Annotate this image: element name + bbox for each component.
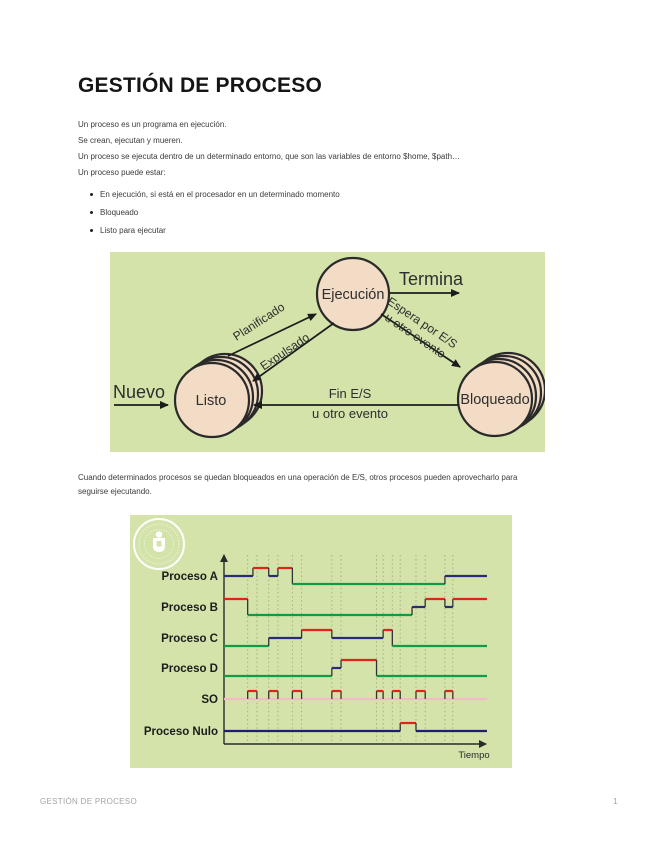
arrow-planificado <box>227 313 317 357</box>
timing-row-label: Proceso C <box>161 633 218 645</box>
bullet-text: En ejecución, si está en el procesador e… <box>100 190 340 199</box>
waveforms: Proceso A Proceso B Proceso C Proceso D SO Pr… <box>144 566 487 738</box>
timing-row-label: SO <box>201 694 218 706</box>
intro-paragraph: Un proceso se ejecuta dentro de un deter… <box>78 152 461 161</box>
bullet-dot-icon <box>90 193 93 196</box>
footer-title: GESTIÓN DE PROCESO <box>40 797 137 806</box>
state-node-label: Ejecución <box>322 287 385 303</box>
timing-row-proceso-b: Proceso B <box>161 597 487 617</box>
timing-row-label: Proceso B <box>161 602 218 614</box>
intro-paragraph: Un proceso puede estar: <box>78 168 166 177</box>
note-line: seguirse ejecutando. <box>78 487 152 496</box>
timing-row-proceso-a: Proceso A <box>162 566 487 586</box>
bullet-item: En ejecución, si está en el procesador e… <box>90 189 610 207</box>
page-title: GESTIÓN DE PROCESO <box>78 74 322 97</box>
state-diagram-figure: Listo Bloqueado Ejecución Nuevo Termina … <box>110 252 545 452</box>
page-number: 1 <box>613 797 618 806</box>
label-expulsado: Expulsado <box>258 330 313 373</box>
timing-row-label: Proceso Nulo <box>144 726 218 738</box>
page-footer: GESTIÓN DE PROCESO 1 <box>40 797 618 806</box>
state-bullet-list: En ejecución, si está en el procesador e… <box>90 189 610 243</box>
state-diagram-svg: Listo Bloqueado Ejecución Nuevo Termina … <box>113 256 545 439</box>
label-nuevo: Nuevo <box>113 382 165 402</box>
note-line: Cuando determinados procesos se quedan b… <box>78 473 518 482</box>
state-node-label: Bloqueado <box>460 392 529 408</box>
label-planificado: Planificado <box>230 300 287 344</box>
state-node-label: Listo <box>196 393 227 409</box>
state-node-bloqueado: Bloqueado <box>456 351 545 438</box>
seal-orb <box>155 531 163 538</box>
timing-row-label: Proceso D <box>161 663 218 675</box>
note-paragraph: Cuando determinados procesos se quedan b… <box>78 472 626 500</box>
intro-paragraph: Se crean, ejecutan y mueren. <box>78 136 183 145</box>
timing-row-proceso-c: Proceso C <box>161 628 487 648</box>
label-fin-line1: Fin E/S <box>329 386 372 401</box>
gridlines <box>247 555 454 743</box>
bullet-item: Listo para ejecutar <box>90 225 610 243</box>
bullet-text: Bloqueado <box>100 208 139 217</box>
timing-row-proceso-d: Proceso D <box>161 658 487 678</box>
label-fin-line2: u otro evento <box>312 406 388 421</box>
state-node-listo: Listo <box>173 352 264 439</box>
timing-row-label: Proceso A <box>162 571 218 583</box>
intro-paragraph: Un proceso es un programa en ejecución. <box>78 120 227 129</box>
bullet-text: Listo para ejecutar <box>100 226 166 235</box>
label-termina: Termina <box>399 269 464 289</box>
bullet-dot-icon <box>90 229 93 232</box>
bullet-dot-icon <box>90 211 93 214</box>
intro-paragraphs: Un proceso es un programa en ejecución. … <box>78 119 618 183</box>
timing-row-proceso-nulo: Proceso Nulo <box>144 721 487 738</box>
arrow-espera <box>380 313 461 368</box>
state-node-ejecucion: Ejecución <box>315 256 391 332</box>
university-seal-logo <box>133 518 185 570</box>
bullet-item: Bloqueado <box>90 207 610 225</box>
timing-row-so: SO <box>201 689 487 706</box>
x-axis-label: Tiempo <box>458 750 489 761</box>
arrow-expulsado <box>252 322 335 382</box>
